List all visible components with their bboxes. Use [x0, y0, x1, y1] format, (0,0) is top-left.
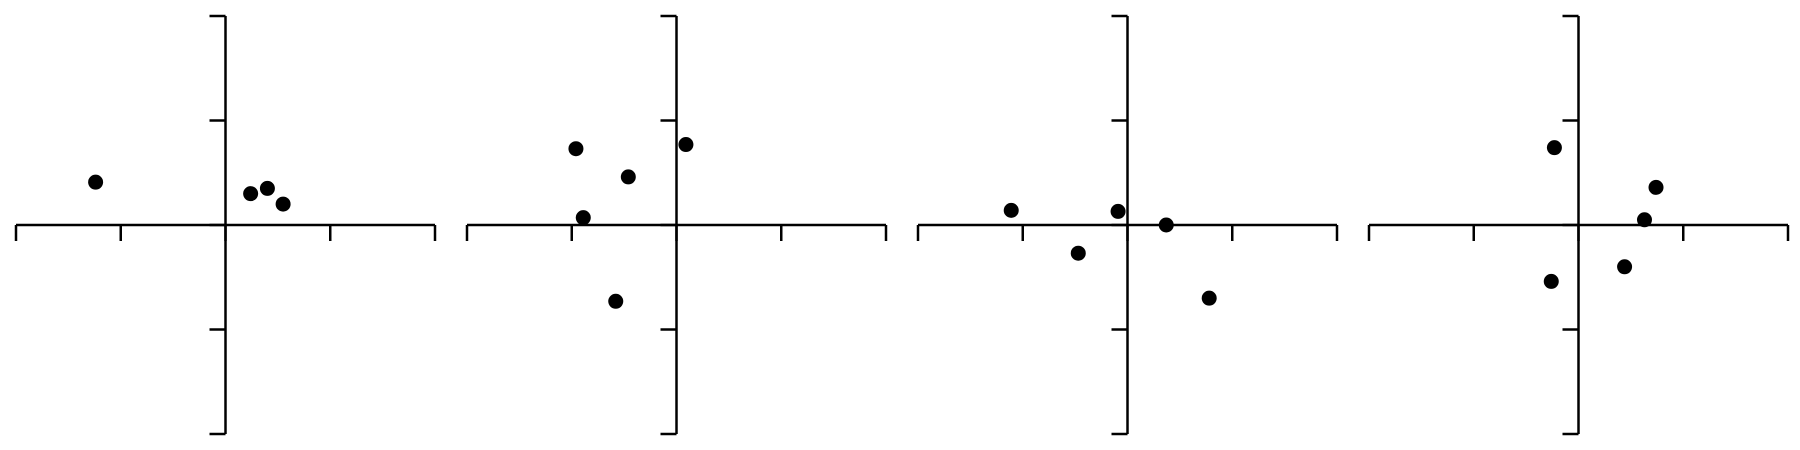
data-point: [1003, 202, 1019, 218]
data-point: [1110, 203, 1126, 219]
data-point: [1201, 290, 1217, 306]
data-point: [620, 169, 636, 185]
data-point: [1617, 259, 1633, 275]
data-point: [1648, 179, 1664, 195]
scatter-panel-4: [1367, 14, 1790, 436]
scatter-panel-2: [465, 14, 888, 436]
scatter-panel-3: [916, 14, 1339, 436]
data-point: [1546, 140, 1562, 156]
data-point: [1158, 217, 1174, 233]
data-point: [678, 137, 694, 153]
data-point: [575, 210, 591, 226]
data-point: [1070, 245, 1086, 261]
data-point: [259, 180, 275, 196]
data-point: [1636, 212, 1652, 228]
data-point: [243, 186, 259, 202]
data-point: [608, 293, 624, 309]
data-point: [568, 141, 584, 157]
data-point: [88, 174, 104, 190]
data-point: [1543, 273, 1559, 289]
data-point: [275, 196, 291, 212]
scatter-panel-1: [14, 14, 437, 436]
